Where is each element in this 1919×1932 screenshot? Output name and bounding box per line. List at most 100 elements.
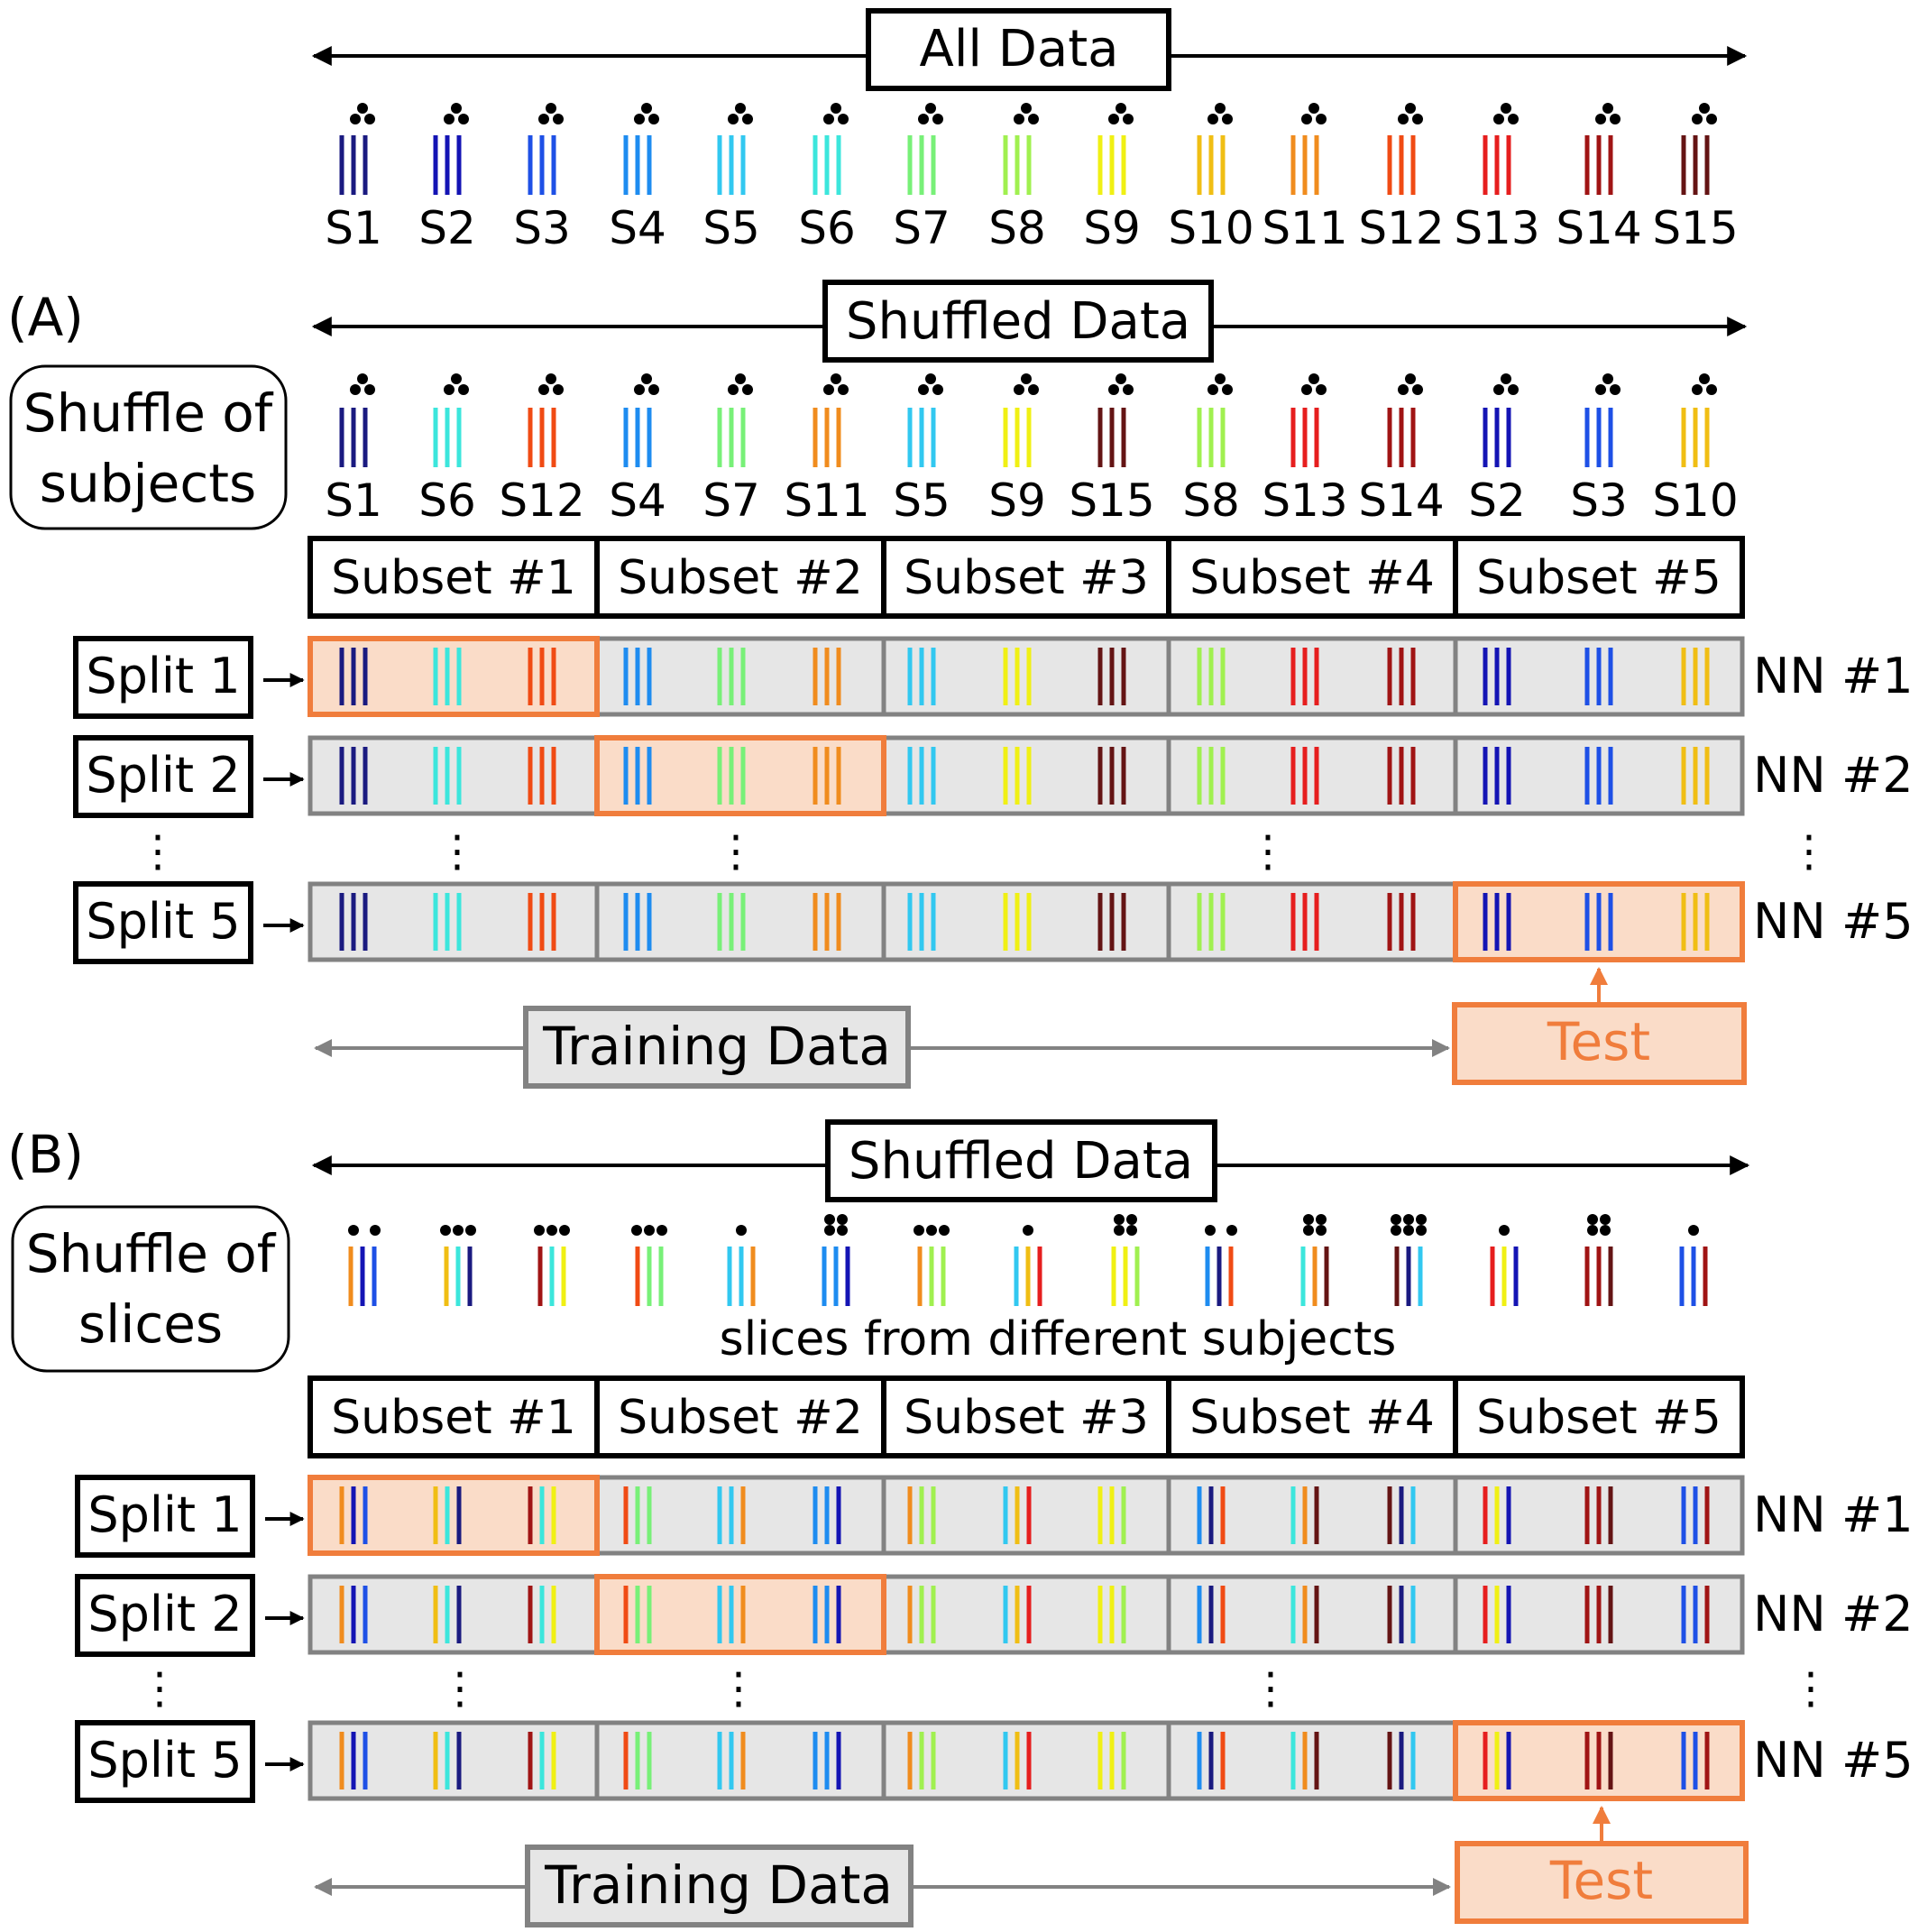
slice-dots-icon	[1600, 1214, 1611, 1225]
slice-bars	[445, 648, 450, 705]
slice-dots-icon	[1126, 1225, 1137, 1236]
panel-b-shuffle-line-1: Shuffle of	[26, 1223, 277, 1284]
subject-slice-bars	[1693, 408, 1698, 467]
training-subset-cell	[1166, 1574, 1458, 1655]
training-subset-cell	[881, 881, 1171, 962]
slice-bars	[1290, 1586, 1296, 1643]
slice-bars	[1121, 648, 1126, 705]
slice-bars	[351, 648, 356, 705]
subject-dots-icon	[1108, 114, 1119, 124]
slice-bars	[1399, 648, 1404, 705]
slice-bars	[1302, 648, 1308, 705]
slice-bars	[845, 1247, 850, 1306]
panel-a-test-box	[1452, 1002, 1747, 1085]
subject-slice-bars	[1704, 135, 1710, 195]
subject-dots-icon	[1412, 384, 1423, 395]
slice-bars	[1704, 648, 1710, 705]
slice-bars	[635, 747, 640, 805]
subject-dots-icon	[1595, 384, 1606, 395]
slice-bars	[363, 1732, 368, 1789]
slice-bars	[1220, 1732, 1226, 1789]
slice-bars	[729, 747, 734, 805]
subject-dots-icon	[1028, 384, 1039, 395]
subject-slice-bars	[1097, 135, 1103, 195]
slice-bars	[1681, 747, 1686, 805]
subject-slice-bars	[1314, 135, 1319, 195]
slice-dots-icon	[1316, 1225, 1327, 1236]
panel-b-ellipsis: ⋮	[717, 1663, 760, 1714]
slice-bars	[1121, 1732, 1126, 1789]
subject-slice-bars	[635, 408, 640, 467]
subject-dots-icon	[444, 384, 454, 395]
subject-slice-bars	[717, 408, 722, 467]
subject-slice-bars	[1109, 408, 1115, 467]
slice-bars	[1015, 1732, 1020, 1789]
subject-label: S10	[1652, 474, 1738, 527]
subject-dots-icon	[350, 114, 361, 124]
slice-bars	[941, 1247, 946, 1306]
panel-b-shuffled-box	[825, 1119, 1217, 1202]
slice-bars	[740, 1486, 746, 1544]
slice-dots-icon	[926, 1225, 937, 1236]
subject-label: S15	[1652, 202, 1738, 254]
slice-bars	[1003, 648, 1008, 705]
slice-bars	[1097, 747, 1103, 805]
subject-label: S1	[325, 202, 382, 254]
slice-bars	[1197, 1586, 1202, 1643]
slice-bars	[528, 893, 533, 951]
slice-bars	[1290, 747, 1296, 805]
subset-header-cell	[1166, 1375, 1458, 1458]
panel-b-shuffle-box	[11, 1205, 290, 1373]
slice-bars	[1003, 1586, 1008, 1643]
slice-bars	[813, 648, 818, 705]
slice-bars	[1026, 747, 1032, 805]
slice-bars	[931, 1586, 936, 1643]
slice-bars	[1399, 1486, 1404, 1544]
subject-dots-icon	[831, 103, 841, 114]
subject-dots-icon	[1308, 103, 1319, 114]
slice-bars	[1290, 1732, 1296, 1789]
panel-a-ellipsis: ⋮	[1246, 826, 1290, 877]
slice-bars	[561, 1247, 566, 1306]
subset-label: Subset #3	[904, 1391, 1149, 1445]
subject-dots-icon	[1706, 384, 1717, 395]
slice-bars	[351, 1586, 356, 1643]
slice-bars	[907, 648, 913, 705]
slice-bars	[1314, 1732, 1319, 1789]
subject-dots-icon	[553, 114, 564, 124]
slice-bars	[1596, 1247, 1602, 1306]
subject-slice-bars	[1097, 408, 1103, 467]
slice-bars	[456, 893, 462, 951]
training-subset-cell	[881, 1475, 1171, 1556]
subject-dots-icon	[918, 114, 929, 124]
slice-bars	[1312, 1247, 1318, 1306]
subject-dots-icon	[1706, 114, 1717, 124]
slice-bars	[528, 747, 533, 805]
panel-b-caption: slices from different subjects	[720, 1312, 1397, 1366]
slice-bars	[1704, 747, 1710, 805]
split-label: Split 1	[87, 1486, 242, 1543]
subject-label: S7	[893, 202, 950, 254]
slice-bars	[1410, 648, 1416, 705]
subset-header-cell	[1166, 536, 1458, 619]
slice-bars	[1506, 747, 1511, 805]
subject-slice-bars	[1109, 135, 1115, 195]
subject-slice-bars	[1584, 408, 1590, 467]
slice-bars	[539, 1732, 545, 1789]
subset-header-cell	[594, 536, 886, 619]
subject-slice-bars	[1410, 135, 1416, 195]
slice-bars	[717, 747, 722, 805]
subject-slice-bars	[339, 135, 344, 195]
slice-bars	[1596, 747, 1602, 805]
slice-bars	[1217, 1247, 1222, 1306]
test-subset-outline	[308, 636, 600, 717]
slice-bars	[824, 1586, 830, 1643]
subject-dots-icon	[823, 114, 834, 124]
slice-dots-icon	[914, 1225, 924, 1236]
slice-dots-icon	[1416, 1214, 1427, 1225]
slice-bars	[931, 1486, 936, 1544]
subject-dots-icon	[1222, 114, 1233, 124]
subject-dots-icon	[641, 103, 652, 114]
panel-a-shuffle-line-1: Shuffle of	[23, 382, 274, 444]
